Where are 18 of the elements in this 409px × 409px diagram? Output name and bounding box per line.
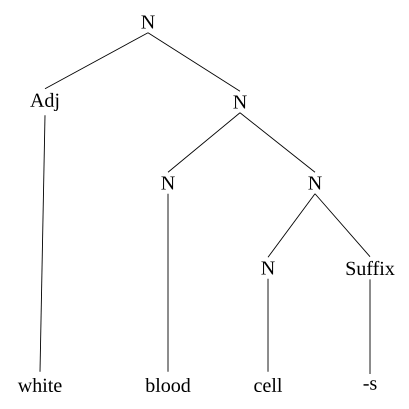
tree-branch (268, 193, 316, 258)
category-label: N (308, 176, 322, 190)
tree-branch (148, 32, 240, 92)
word-label: white (18, 378, 62, 392)
category-label: N (261, 261, 275, 275)
tree-branch (40, 114, 46, 372)
category-label: Suffix (346, 260, 395, 276)
tree-branch (240, 112, 316, 173)
category-label: N (141, 15, 155, 29)
word-label: blood (145, 378, 191, 392)
tree-branch (314, 193, 370, 258)
category-label: N (233, 95, 247, 109)
word-label: -s (364, 380, 376, 390)
category-label: Adj (30, 92, 58, 112)
tree-branch (168, 112, 240, 173)
category-label: N (161, 176, 175, 190)
word-label: cell (254, 378, 282, 392)
tree-branch (44, 32, 148, 90)
